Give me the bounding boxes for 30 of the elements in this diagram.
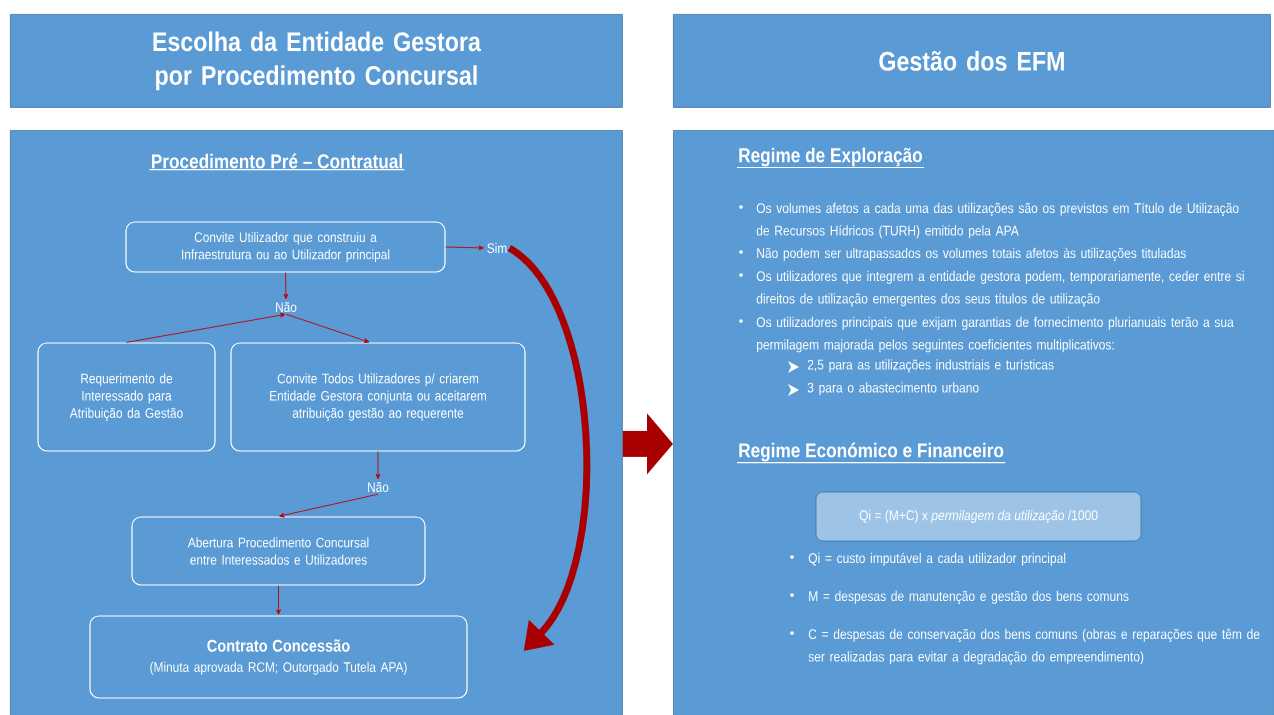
process-box: Convite Utilizador que construiu a Infraestrutura ou ao Utilizador principal: [125, 221, 446, 273]
section-heading: Regime de Exploração: [736, 147, 925, 169]
section-heading: Regime Económico e Financeiro: [736, 442, 1006, 464]
branch-label: Não: [276, 302, 297, 313]
process-box: Contrato Concessão (Minuta aprovada RCM; Outorgado Tutela APA): [89, 615, 468, 699]
list-item: Os volumes afetos a cada uma das utilizações são os previstos em Título de Utilização de Recursos Hídricos (TURH) emitido pela APA: [739, 202, 1239, 239]
branch-label: Sim: [487, 242, 507, 254]
process-box: Abertura Procedimento Concursal entre Interessados e Utilizadores: [131, 516, 426, 586]
arrow: [285, 313, 370, 343]
branch-label: Não: [368, 482, 389, 493]
title-banner: Gestão dos EFM: [673, 14, 1271, 108]
arrow: [445, 245, 484, 251]
list-item: Os utilizadores que integrem a entidade gestora podem, temporariamente, ceder entre si direitos de utilização emergentes dos seus títulos de utilização: [739, 270, 1244, 307]
process-box: Requerimento de Interessado para Atribuição da Gestão: [37, 342, 216, 452]
list-item: M = despesas de manutenção e gestão dos bens comuns: [790, 590, 1129, 604]
list-item: 2,5 para as utilizações industriais e turísticas: [788, 359, 1054, 373]
arrow: [279, 493, 379, 518]
arrow: [126, 312, 286, 343]
arrow: [283, 272, 289, 300]
arrow: [375, 451, 381, 480]
formula-box: Qi = (M+C) x permilagem da utilização /1000: [815, 491, 1142, 542]
title-banner: Escolha da Entidade Gestora por Procedimento Concursal: [10, 14, 623, 108]
section-heading: Procedimento Pré – Contratual: [149, 153, 405, 171]
arrow: [276, 585, 281, 615]
list-item: Não podem ser ultrapassados os volumes totais afetos às utilizações tituladas: [739, 247, 1186, 261]
list-item: Qi = custo imputável a cada utilizador principal: [790, 552, 1066, 566]
process-box: Convite Todos Utilizadores p/ criarem Entidade Gestora conjunta ou aceitarem atribuição gestão ao requerente: [230, 342, 526, 452]
list-item: Os utilizadores principais que exijam garantias de fornecimento plurianuais terão a sua permilagem majorada pelos seguintes coeficientes multiplicativos:: [739, 316, 1234, 353]
list-item: C = despesas de conservação dos bens comuns (obras e reparações que têm de ser realizadas para evitar a degradação do empreendimento): [790, 628, 1260, 665]
list-item: 3 para o abastecimento urbano: [788, 382, 979, 396]
